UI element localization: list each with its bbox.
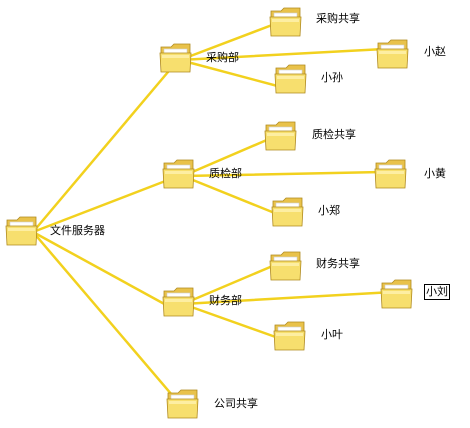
connector-line [181,170,387,178]
connector-line [178,47,387,62]
folder-icon-xiaosun[interactable] [274,64,307,94]
folder-icon-xiaozheng[interactable] [271,197,304,227]
folder-icon-purchasing-share[interactable] [269,7,302,37]
child-label-xiaoye: 小叶 [321,328,343,341]
connector-line [181,134,278,178]
connector-line [181,174,284,218]
connector-line [181,260,284,306]
folder-icon-company-share[interactable] [166,389,199,419]
folder-icon-qc-share[interactable] [264,121,297,151]
child-label-qc-share: 质检共享 [312,128,356,141]
child-label-finance-share: 财务共享 [316,257,360,270]
folder-icon-xiaoliu[interactable] [380,279,413,309]
connector-line [31,230,170,308]
dept-label-finance: 财务部 [209,294,242,307]
child-label-xiaoliu: 小刘 [424,284,450,300]
folder-icon-dept-finance[interactable] [162,287,195,317]
child-label-xiaozheng: 小郑 [318,204,340,217]
child-label-xiaozhao: 小赵 [424,45,446,58]
folder-icon-finance-share[interactable] [269,251,302,281]
folder-icon-xiaohuang[interactable] [374,159,407,189]
root-label: 文件服务器 [50,224,105,237]
folder-icon-dept-qc[interactable] [162,159,195,189]
dept-label-purchasing: 采购部 [206,51,239,64]
connector-line [178,58,287,90]
label-company-share: 公司共享 [214,397,258,410]
child-label-xiaohuang: 小黄 [424,167,446,180]
connector-line [31,178,170,234]
connector-line [178,20,282,62]
connector-line [31,70,170,234]
connector-line [181,302,286,342]
folder-icon-dept-purchasing[interactable] [159,43,192,73]
folder-icon-xiaoye[interactable] [273,321,306,351]
connector-line [181,290,394,306]
dept-label-qc: 质检部 [209,167,242,180]
folder-icon-root[interactable] [5,216,38,246]
folder-icon-xiaozhao[interactable] [376,39,409,69]
child-label-purchasing-share: 采购共享 [316,12,360,25]
child-label-xiaosun: 小孙 [321,71,343,84]
connector-line [31,230,180,404]
